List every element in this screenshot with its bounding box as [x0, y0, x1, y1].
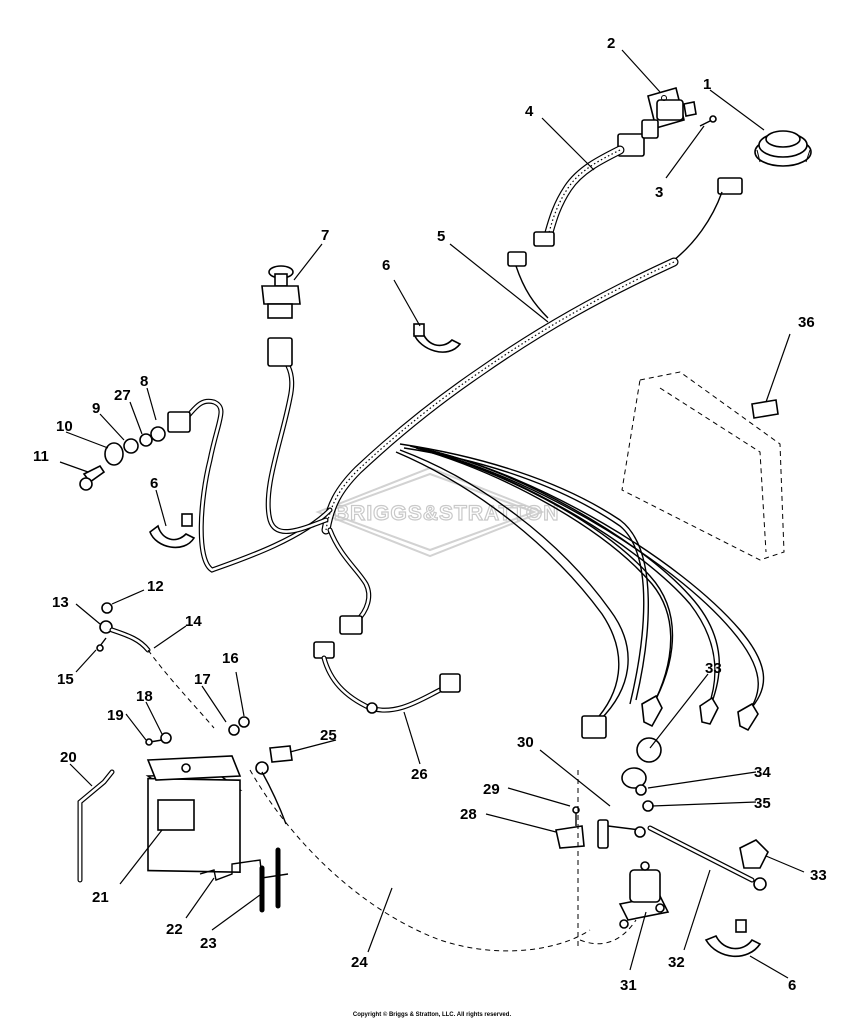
- part-16-nut: [238, 716, 250, 728]
- part-18-washer: [160, 732, 172, 744]
- copyright-notice: Copyright © Briggs & Stratton, LLC. All …: [352, 1012, 512, 1018]
- callout-19: 19: [107, 707, 124, 724]
- part-33-boot-lower: [739, 839, 769, 869]
- part-23-j-bolts: [259, 847, 281, 913]
- callout-26: 26: [411, 766, 428, 783]
- part-34-nut: [635, 784, 647, 796]
- part-24-cable-route: [249, 769, 591, 952]
- callout-27: 27: [114, 387, 131, 404]
- part-10-bezel: [104, 442, 124, 466]
- part-28-fuse-holder: [555, 819, 609, 849]
- callout-5: 5: [437, 228, 445, 245]
- callout-2: 2: [607, 35, 615, 52]
- callout-6-left: 6: [150, 475, 158, 492]
- callout-33-lower: 33: [810, 867, 827, 884]
- part-2-switch-bracket: [647, 87, 697, 129]
- callout-21: 21: [92, 889, 109, 906]
- part-35-washer: [642, 800, 654, 812]
- part-9-nut: [123, 438, 139, 454]
- callout-14: 14: [185, 613, 202, 630]
- part-31-solenoid: [618, 861, 670, 929]
- part-6-cable-tie-bottom: [704, 919, 762, 958]
- part-21-battery: [145, 755, 243, 874]
- part-27-washer: [139, 433, 153, 447]
- callout-15: 15: [57, 671, 74, 688]
- callout-13: 13: [52, 594, 69, 611]
- callout-4: 4: [525, 103, 534, 120]
- callout-33-upper: 33: [705, 660, 722, 677]
- callout-25: 25: [320, 727, 337, 744]
- callout-1: 1: [703, 76, 711, 93]
- part-15-bolt: [96, 637, 107, 652]
- callout-6-top: 6: [382, 257, 390, 274]
- part-13-washer: [99, 620, 113, 634]
- callout-20: 20: [60, 749, 77, 766]
- part-11-key: [79, 464, 106, 491]
- callout-6-bottom: 6: [788, 977, 796, 994]
- watermark-text: BRIGGS&STRATTON: [334, 502, 559, 525]
- part-14-ground-cable: [109, 627, 215, 729]
- callout-32: 32: [668, 954, 685, 971]
- leader-lines: [59, 49, 805, 979]
- callout-28: 28: [460, 806, 477, 823]
- part-3-screw: [699, 115, 717, 127]
- part-20-vent-tube: [77, 769, 115, 883]
- part-6-cable-tie-left: [149, 513, 196, 549]
- callout-labels: 1 2 3 4 5 6 7 8 9 27 10 11 6 36 12 13 14…: [33, 35, 827, 994]
- part-19-bolt: [145, 738, 163, 746]
- callout-23: 23: [200, 935, 217, 952]
- callout-3: 3: [655, 184, 663, 201]
- part-6-cable-tie-top: [412, 323, 462, 353]
- callout-30: 30: [517, 734, 534, 751]
- callout-8: 8: [140, 373, 148, 390]
- callout-24: 24: [351, 954, 368, 971]
- part-1-alarm: [754, 130, 812, 167]
- part-33-boot-upper: [621, 737, 662, 789]
- callout-35: 35: [754, 795, 771, 812]
- part-4-switch-harness: [533, 119, 659, 247]
- part-8-ignition-switch: [150, 411, 191, 442]
- callout-9: 9: [92, 400, 100, 417]
- part-7-pto-switch: [261, 265, 301, 367]
- callout-10: 10: [56, 418, 73, 435]
- part-26-harness-connectors: [313, 641, 461, 714]
- briggs-stratton-watermark: BRIGGS&STRATTON: [315, 466, 559, 558]
- callout-36: 36: [798, 314, 815, 331]
- callout-7: 7: [321, 227, 329, 244]
- part-36-seat-pan-clip: [621, 371, 785, 561]
- part-30-cable: [607, 825, 646, 838]
- part-12-nut: [101, 602, 113, 614]
- callout-11: 11: [33, 448, 49, 465]
- part-5-main-harness: [183, 177, 765, 739]
- callout-31: 31: [620, 977, 637, 994]
- callout-12: 12: [147, 578, 164, 595]
- callout-16: 16: [222, 650, 239, 667]
- part-32-battery-cable: [577, 770, 767, 950]
- callout-29: 29: [483, 781, 500, 798]
- part-25-terminal-cover: [255, 745, 293, 825]
- part-17-washer: [228, 724, 240, 736]
- callout-34: 34: [754, 764, 771, 781]
- callout-22: 22: [166, 921, 183, 938]
- callout-18: 18: [136, 688, 153, 705]
- callout-17: 17: [194, 671, 211, 688]
